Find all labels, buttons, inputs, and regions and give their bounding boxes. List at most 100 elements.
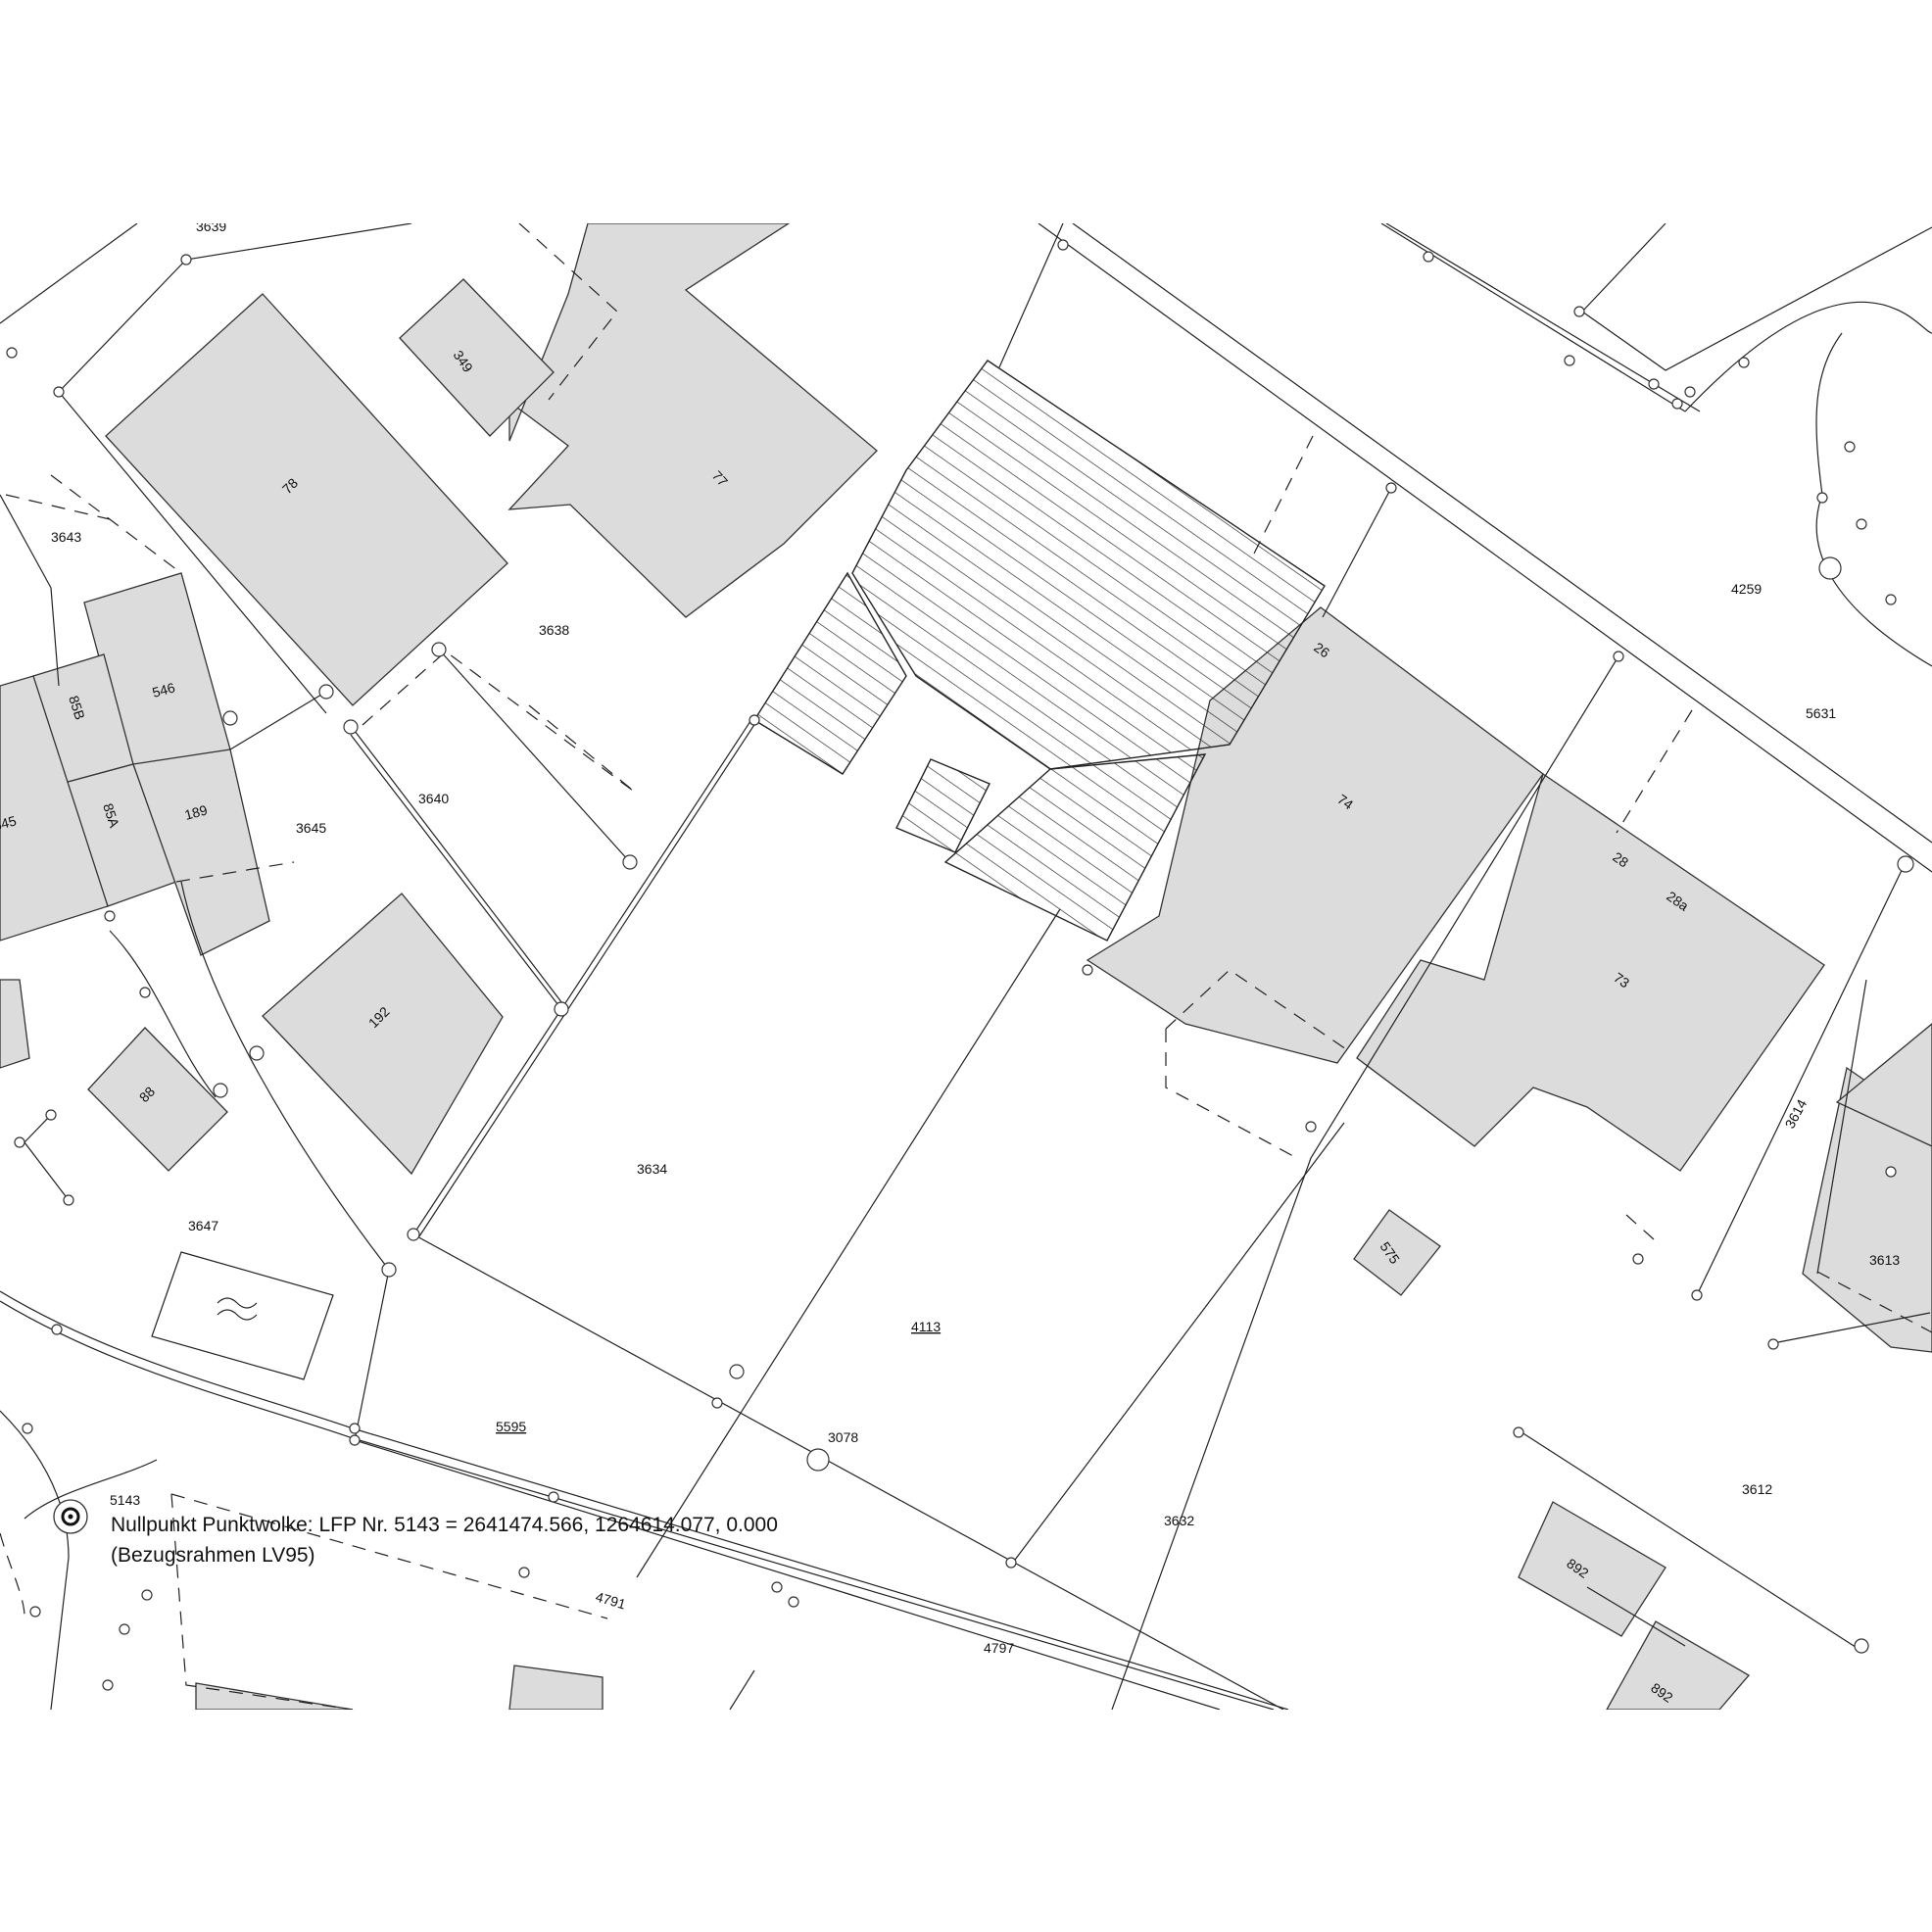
boundary-marker (119, 1623, 130, 1635)
boundary-marker (102, 1679, 114, 1691)
boundary-marker (431, 642, 447, 657)
boundary-marker (22, 1423, 33, 1434)
boundary-marker (349, 1423, 361, 1434)
boundary-marker (1885, 594, 1897, 605)
parcel-label-5595: 5595 (496, 1419, 526, 1434)
building-575 (1353, 1209, 1441, 1296)
building-left-edge (0, 979, 30, 1069)
building-78 (105, 293, 508, 706)
building-349 (399, 278, 555, 437)
reference-point-5143 (53, 1499, 88, 1534)
building-label-546: 546 (151, 679, 177, 700)
parcel-label-4791: 4791 (594, 1589, 628, 1613)
parcel-label-4259: 4259 (1731, 581, 1762, 597)
boundary-marker (1738, 357, 1750, 368)
boundary-marker (1691, 1289, 1703, 1301)
boundary-marker (1854, 1638, 1869, 1654)
boundary-marker (1885, 1166, 1897, 1178)
parcel-label-3632: 3632 (1164, 1513, 1194, 1528)
boundary-marker (318, 684, 334, 700)
boundary-marker (407, 1228, 420, 1241)
boundary-marker (104, 910, 116, 922)
boundary-marker (1573, 306, 1585, 317)
parcel-label-3643: 3643 (51, 529, 81, 545)
hatched-roof-left (753, 571, 907, 775)
boundary-marker (343, 719, 359, 735)
boundary-marker (771, 1581, 783, 1593)
boundary-marker (139, 987, 151, 998)
boundary-marker (1564, 355, 1575, 366)
boundary-marker (711, 1397, 723, 1409)
building-label-85b: 85B (66, 694, 88, 722)
parcel-lines (0, 223, 1932, 1710)
boundary-marker (1856, 518, 1867, 530)
boundary-marker (1671, 398, 1683, 410)
parcel-label-3647: 3647 (188, 1218, 218, 1233)
building-77 (507, 223, 878, 618)
dashed-lines (0, 223, 1932, 1710)
boundary-marker (222, 710, 238, 726)
building-189 (132, 749, 270, 956)
parcel-label-4797: 4797 (984, 1640, 1014, 1656)
boundary-marker (6, 347, 18, 359)
building-3614-right (1835, 1023, 1932, 1147)
boundary-marker (1005, 1557, 1017, 1569)
pool-symbol (151, 1251, 334, 1380)
parcel-label-3634: 3634 (637, 1161, 667, 1177)
point-label-3078: 3078 (828, 1429, 858, 1445)
building-892-a (1518, 1501, 1666, 1637)
building-label-85a: 85A (100, 801, 122, 830)
boundary-marker (51, 1324, 63, 1335)
boundary-marker (806, 1448, 830, 1472)
boundary-marker (1385, 482, 1397, 494)
boundary-marker (1818, 556, 1842, 580)
boundary-marker (554, 1001, 569, 1017)
annotation: Nullpunkt Punktwolke: LFP Nr. 5143 = 264… (111, 1514, 778, 1567)
annotation-line-1: Nullpunkt Punktwolke: LFP Nr. 5143 = 264… (111, 1514, 778, 1536)
parcel-label-3613: 3613 (1869, 1252, 1900, 1268)
parcel-label-3640: 3640 (418, 791, 449, 806)
boundary-marker (1057, 239, 1069, 251)
parcel-label-4113: 4113 (911, 1319, 941, 1334)
parcel-label-3614: 3614 (1782, 1096, 1811, 1131)
building-892-b (1606, 1620, 1751, 1710)
boundary-marker (381, 1262, 397, 1278)
boundary-marker (180, 254, 192, 266)
boundary-marker (1613, 651, 1624, 662)
boundary-marker (1082, 964, 1093, 976)
point-label-5143: 5143 (110, 1492, 140, 1508)
boundary-marker (249, 1045, 265, 1061)
boundary-marker (622, 854, 638, 870)
building-label-545: 545 (0, 812, 19, 834)
boundary-marker (1816, 492, 1828, 504)
boundary-marker (349, 1434, 361, 1446)
building-88 (87, 1027, 228, 1172)
boundary-marker (1632, 1253, 1644, 1265)
annotation-line-2: (Bezugsrahmen LV95) (111, 1544, 315, 1567)
boundary-marker (548, 1491, 559, 1503)
building-bottom-mid (508, 1665, 604, 1710)
hatched-roof-main (851, 360, 1326, 770)
boundary-marker (749, 714, 760, 726)
parcel-label-5631: 5631 (1806, 705, 1836, 721)
map-body: 3639 3643 3638 3640 3645 3647 3634 4113 … (0, 218, 1932, 1710)
building-192 (262, 893, 504, 1176)
boundary-marker (14, 1136, 25, 1148)
parcel-label-3639: 3639 (196, 218, 226, 234)
survey-points (6, 239, 1914, 1691)
boundary-marker (45, 1109, 57, 1121)
pool-outline (151, 1251, 334, 1380)
boundary-marker (1684, 386, 1696, 398)
boundary-marker (1844, 441, 1856, 453)
boundary-marker (1897, 855, 1914, 873)
buildings (0, 223, 1932, 1710)
boundary-marker (1305, 1121, 1317, 1133)
parcel-label-3638: 3638 (539, 622, 569, 638)
boundary-marker (1767, 1338, 1779, 1350)
pool-wave-icon (217, 1297, 258, 1321)
building-label-189: 189 (183, 801, 210, 823)
parcel-label-3645: 3645 (296, 820, 326, 836)
boundary-marker (518, 1567, 530, 1578)
boundary-marker (788, 1596, 799, 1608)
